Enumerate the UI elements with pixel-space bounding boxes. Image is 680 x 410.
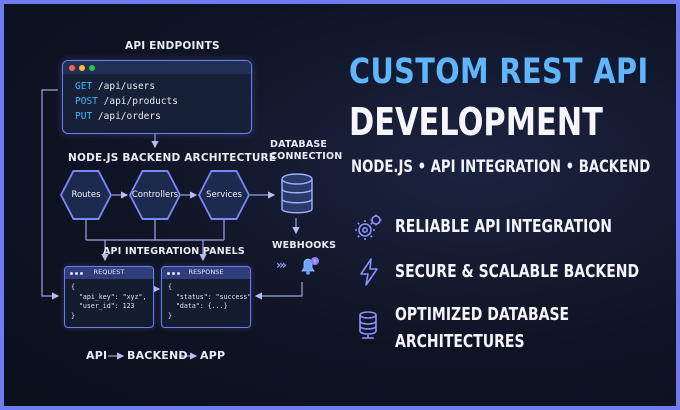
request-panel-body: { "api_key": "xyz", "user_id": 123 } — [71, 283, 147, 320]
subtitle: NODE.JS • API INTEGRATION • BACKEND — [351, 157, 651, 177]
feature-reliable-api: RELIABLE API INTEGRATION — [395, 217, 612, 237]
svg-text:!: ! — [314, 259, 316, 266]
chevrons-icon: ››› — [276, 258, 287, 272]
database-icon — [359, 311, 377, 339]
request-panel: REQUEST { "api_key": "xyz", "user_id": 1… — [64, 266, 154, 328]
flow-api: API — [86, 349, 108, 362]
architecture-title: NODE.JS BACKEND ARCHITECTURE — [68, 152, 277, 164]
flow-backend: BACKEND — [127, 349, 188, 362]
maximize-dot-icon — [89, 64, 95, 71]
database-icon — [281, 173, 313, 214]
bell-icon: ! — [301, 257, 319, 275]
endpoint-line: POST /api/products — [75, 96, 178, 107]
panel-dots-icon — [167, 271, 180, 275]
title-line-1: CUSTOM REST API — [349, 52, 649, 92]
title-line-2: DEVELOPMENT — [349, 100, 603, 144]
panel-dots-icon — [70, 271, 83, 275]
response-panel-body: { "status": "success", "data": {...} } — [168, 283, 251, 320]
flow-app: APP — [200, 349, 226, 362]
feature-optimized-database: OPTIMIZED DATABASE ARCHITECTURES — [395, 305, 570, 352]
request-panel-title: REQUEST — [93, 268, 125, 276]
feature-secure-backend: SECURE & SCALABLE BACKEND — [395, 262, 640, 282]
gears-icon — [355, 214, 382, 240]
response-panel: RESPONSE { "status": "success", "data": … — [161, 266, 251, 328]
webhooks-title: WEBHOOKS — [272, 240, 337, 251]
minimize-dot-icon — [79, 64, 85, 71]
controllers-node: Controllers — [129, 170, 181, 220]
diagram-connectors — [41, 89, 303, 360]
services-node: Services — [198, 170, 250, 220]
endpoint-line: GET /api/users — [75, 81, 156, 92]
close-dot-icon — [69, 64, 75, 71]
panels-title: API INTEGRATION PANELS — [103, 246, 245, 257]
lightning-icon — [360, 258, 378, 286]
window-titlebar — [63, 61, 251, 74]
endpoint-line: PUT /api/orders — [75, 111, 161, 122]
endpoints-title: API ENDPOINTS — [125, 40, 220, 52]
database-title: DATABASE CONNECTION — [270, 139, 343, 162]
endpoints-code-window: GET /api/users POST /api/products PUT /a… — [62, 60, 252, 134]
response-panel-title: RESPONSE — [188, 268, 224, 276]
